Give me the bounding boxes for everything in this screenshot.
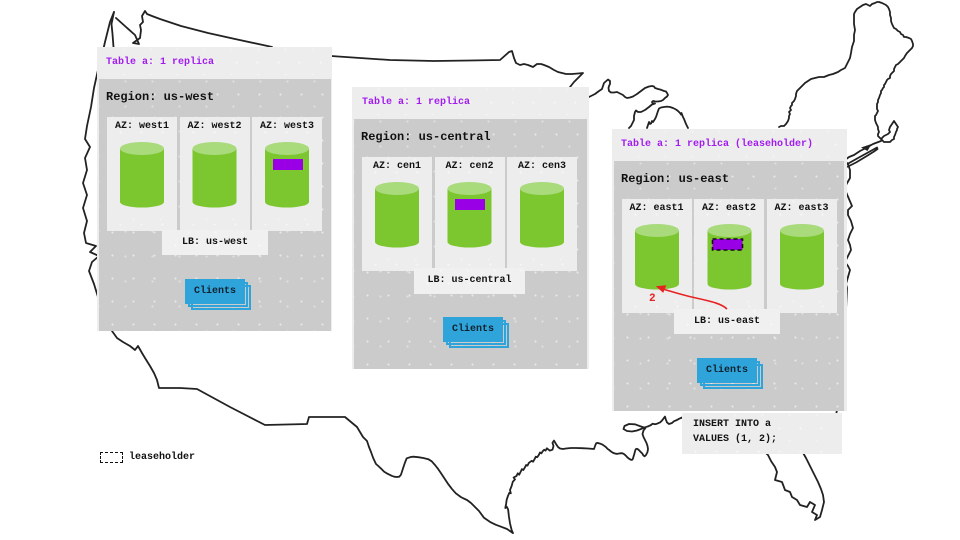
svg-text:2: 2	[649, 293, 656, 305]
